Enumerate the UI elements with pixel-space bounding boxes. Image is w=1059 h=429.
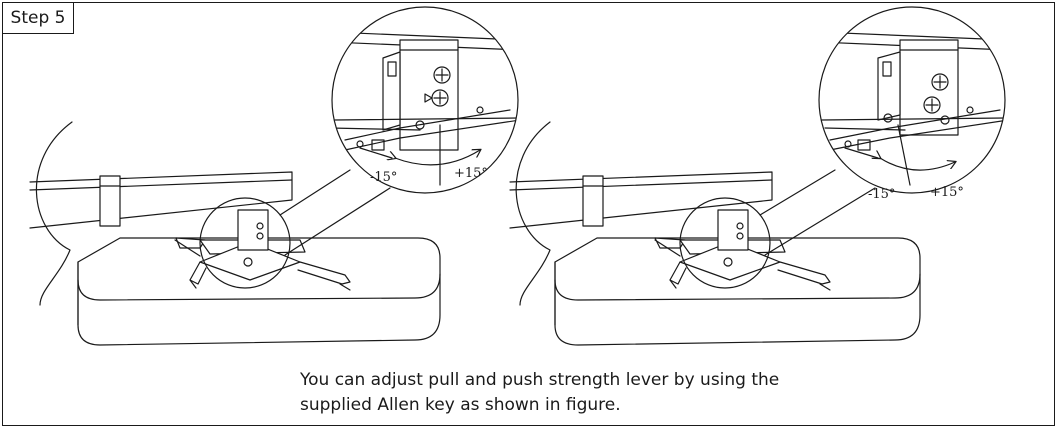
step-label: Step 5: [2, 2, 74, 34]
extension-arm-right: [509, 171, 773, 229]
detail-callout-small-left: [199, 197, 291, 289]
extension-arm-left: [29, 171, 293, 229]
ceiling-curve-right: [515, 121, 551, 306]
ceiling-curve-left: [35, 121, 73, 306]
neg-angle-label-right: -15°: [868, 187, 895, 202]
detail-callout-small-right: [679, 197, 771, 289]
pos-angle-label-right: +15°: [930, 185, 964, 200]
mount-bracket-left: [174, 209, 351, 291]
caption-line-2: supplied Allen key as shown in figure.: [300, 395, 621, 415]
neg-angle-label-left: -15°: [370, 170, 397, 185]
detail-view-left: [332, 31, 518, 186]
projector-body-right: [554, 237, 921, 346]
detail-view-right: [819, 31, 1005, 186]
instruction-caption: You can adjust pull and push strength le…: [300, 368, 900, 418]
mount-bracket-right: [654, 209, 831, 291]
projector-body-left: [77, 237, 441, 346]
right-figure: -15° +15°: [509, 6, 1006, 346]
pos-angle-label-left: +15°: [454, 166, 488, 181]
caption-line-1: You can adjust pull and push strength le…: [300, 370, 780, 390]
left-figure: -15° +15°: [29, 6, 519, 346]
